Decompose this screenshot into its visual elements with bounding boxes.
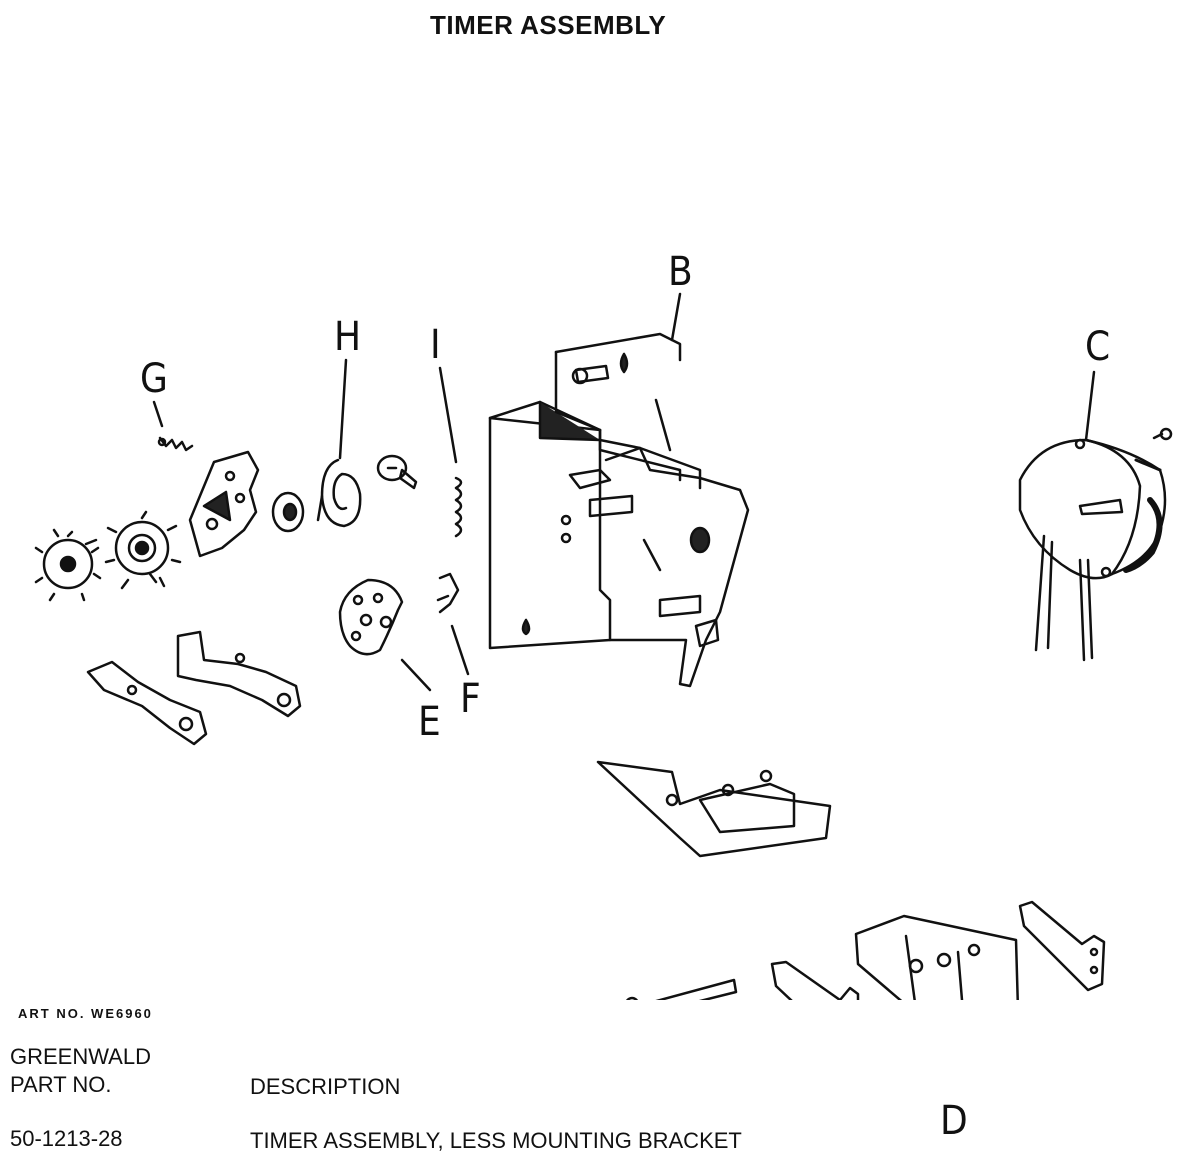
long-screw-upper [625,978,738,1000]
column-header-description: DESCRIPTION [250,1074,401,1099]
gear-small [34,528,102,602]
leader-c [1084,370,1096,442]
exploded-parts-diagram: B C G H I E F [34,249,1173,1000]
frame-plate-b [488,332,750,688]
bracket-left [770,960,860,1000]
leader-e [400,658,432,692]
cam-e [338,578,404,656]
switch-stack-d [854,914,1019,1000]
column-header-supplier: GREENWALD [10,1044,151,1069]
leader-b [670,292,682,342]
leader-h [338,358,348,460]
switch-mounting-plate [596,760,832,858]
callout-h: H [334,314,361,360]
callout-f: F [460,676,481,722]
callout-c: C [1085,324,1110,370]
callout-e: E [418,699,441,745]
leader-f [450,624,470,676]
screw [376,454,418,490]
callout-g: G [140,356,168,402]
coil-spring-h [316,458,362,528]
page-title: TIMER ASSEMBLY [430,10,667,40]
leader-g [152,400,164,428]
lever-left [86,660,208,746]
callout-d: D [940,1098,968,1144]
clip-f [436,572,460,614]
spring-g [157,436,194,452]
column-header-part-no: PART NO. [10,1072,112,1097]
gear-large [104,510,182,590]
bracket-right [1018,900,1106,992]
lever-right [176,630,302,718]
motor-c [1018,427,1173,662]
part-number-cell: 50-1213-28 [10,1126,123,1151]
washer [271,491,305,533]
callout-b: B [668,249,693,295]
art-number: ART NO. WE6960 [18,1006,153,1021]
callout-i: I [430,322,441,368]
latch-plate [188,450,260,558]
leader-i [438,366,458,464]
spring-i [454,476,463,538]
description-cell: TIMER ASSEMBLY, LESS MOUNTING BRACKET [250,1128,742,1153]
